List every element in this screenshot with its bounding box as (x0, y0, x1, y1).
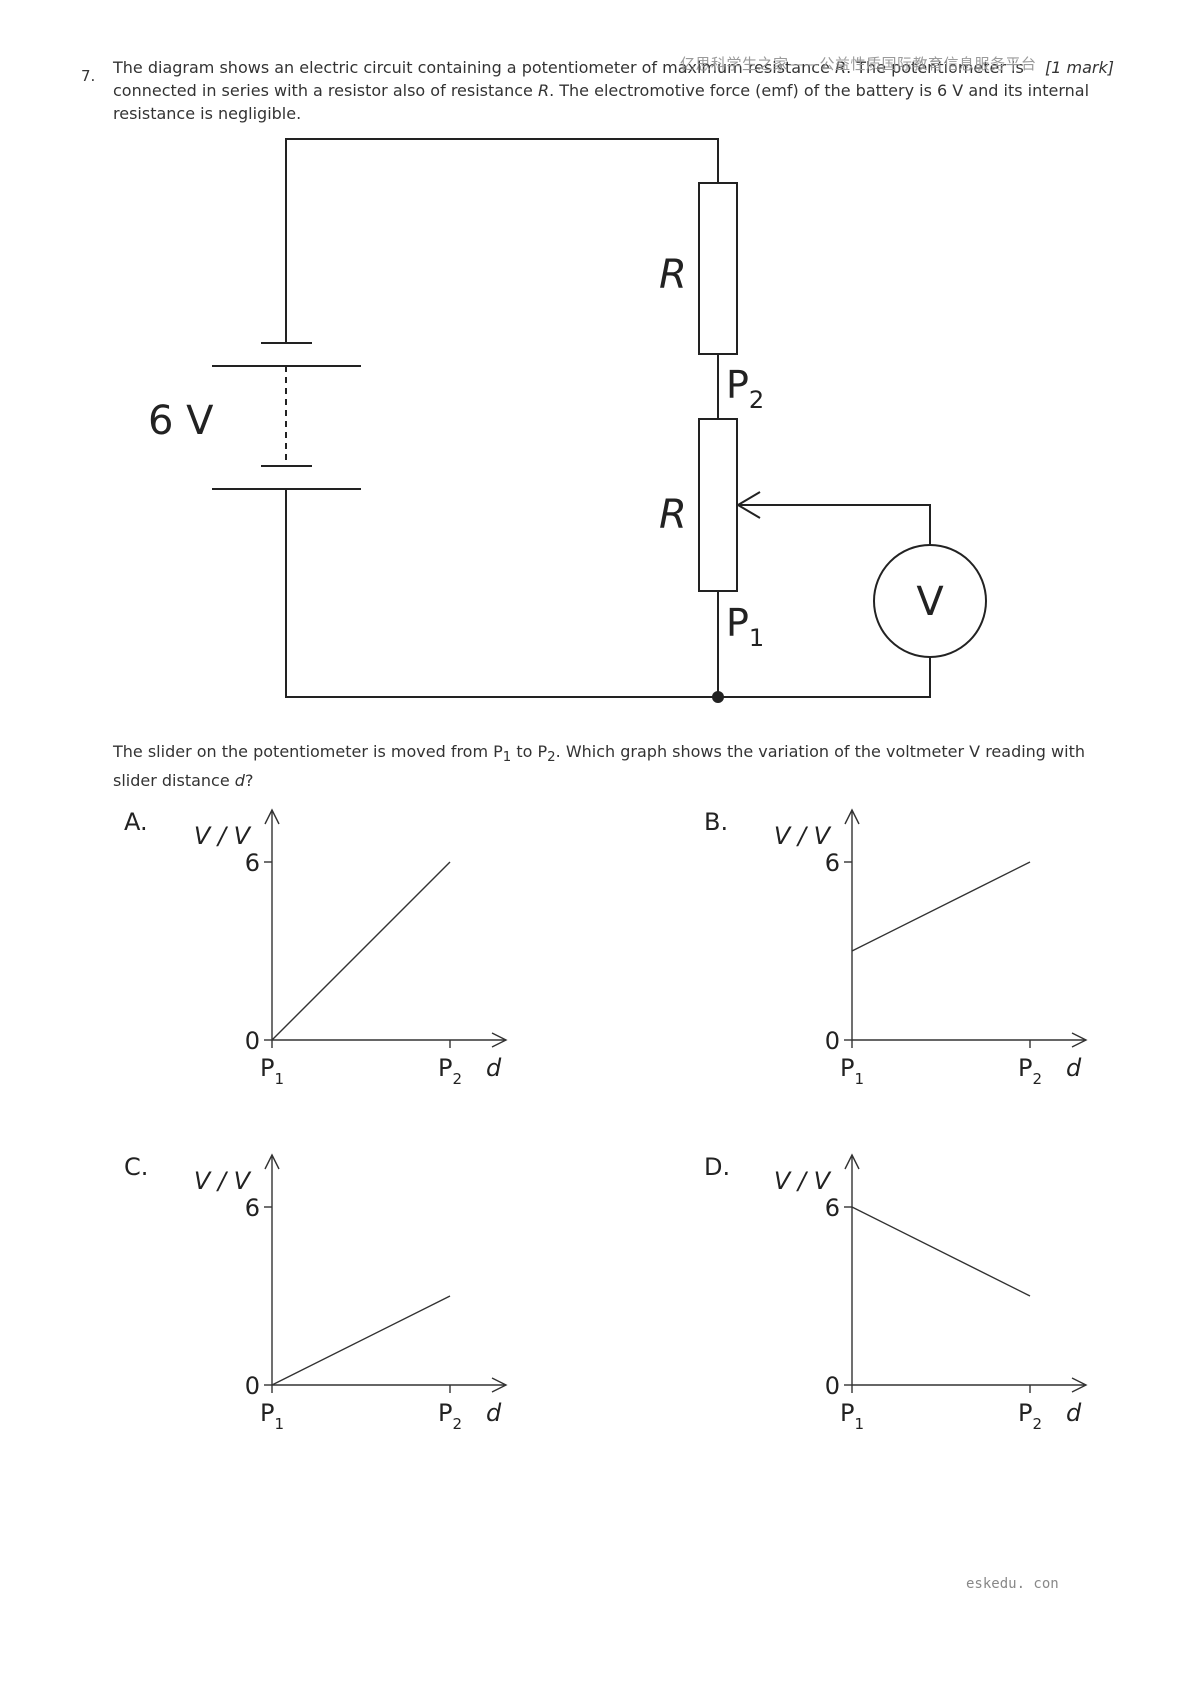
question-text-part2: . The potentiometer is (846, 58, 1024, 77)
r-symbol-2: R (537, 81, 550, 100)
y-tick-label: 0 (825, 1372, 840, 1400)
x-axis-arrow (1071, 1377, 1088, 1393)
prompt-part4: ? (244, 771, 254, 791)
prompt-d: d (234, 771, 245, 791)
x-tick-label: P1 (840, 1054, 864, 1088)
junction-dot (712, 691, 724, 703)
x-axis-label: d (486, 1054, 502, 1082)
question-prompt: The slider on the potentiometer is moved… (113, 740, 1103, 792)
question-text-line2-end: . The electromotive force (emf) of the b… (113, 81, 1090, 123)
r-symbol: R (834, 58, 847, 77)
y-axis-label: V / V (194, 822, 252, 850)
x-axis-arrow (491, 1032, 508, 1048)
circuit-diagram: 6 V R R P2 P1 V (148, 138, 987, 703)
question-text: The diagram shows an electric circuit co… (113, 56, 1103, 125)
graph-d: D. V / V 0 6P1 P2 d (704, 1153, 1088, 1433)
x-axis-label: d (1066, 1399, 1082, 1427)
potentiometer (698, 418, 738, 592)
option-label: D. (704, 1153, 730, 1181)
y-tick-label: 0 (245, 1372, 260, 1400)
y-axis-label: V / V (194, 1167, 252, 1195)
series-line (851, 1206, 1031, 1297)
y-tick-label: 6 (245, 849, 260, 877)
x-tick-label: P1 (260, 1054, 284, 1088)
question-text-part1: The diagram shows an electric circuit co… (113, 58, 835, 77)
y-axis-arrow (264, 808, 280, 825)
x-tick-label: P2 (438, 1054, 462, 1088)
question-text-line2: connected in series with a resistor also… (113, 81, 538, 100)
y-tick-label: 6 (825, 1194, 840, 1222)
x-tick-label: P2 (1018, 1399, 1042, 1433)
y-axis-label: V / V (774, 822, 832, 850)
footer-url: eskedu. con (966, 1576, 1059, 1592)
prompt-part2: to P (511, 742, 548, 761)
x-tick-label: P2 (1018, 1054, 1042, 1088)
wire-bottom (285, 489, 931, 698)
p2-label: P2 (726, 363, 764, 414)
prompt-sub2: 2 (547, 750, 556, 766)
y-tick-label: 0 (825, 1027, 840, 1055)
graph-a: A. V / V 0 6P1 P2 d (124, 808, 508, 1088)
question-number: 7. (81, 67, 96, 85)
x-tick-label: P2 (438, 1399, 462, 1433)
prompt-part1: The slider on the potentiometer is moved… (113, 742, 503, 761)
prompt-part3: . Which graph shows the variation of the… (113, 742, 1085, 791)
slider-arrow (736, 491, 761, 519)
y-axis-label: V / V (774, 1167, 832, 1195)
option-label: B. (704, 808, 728, 836)
watermark: 亿思科学生之家——公益性质国际教育信息服务平台 (680, 55, 1037, 73)
graph-c: C. V / V 0 6P1 P2 d (124, 1153, 508, 1433)
resistor (698, 182, 738, 355)
resistor-label: R (659, 252, 687, 298)
potentiometer-label: R (659, 492, 687, 538)
y-tick-label: 6 (245, 1194, 260, 1222)
y-tick-label: 6 (825, 849, 840, 877)
prompt-sub1: 1 (502, 750, 512, 766)
x-axis-label: d (1066, 1054, 1082, 1082)
option-label: C. (124, 1153, 148, 1181)
x-tick-label: P1 (840, 1399, 864, 1433)
graph-b: B. V / V 0 6P1 P2 d (704, 808, 1088, 1088)
marks-label: [1 mark] (1045, 58, 1114, 77)
wire-slider (738, 504, 931, 544)
x-tick-label: P1 (260, 1399, 284, 1433)
y-axis-arrow (844, 1153, 860, 1170)
voltmeter-circle (873, 544, 987, 658)
x-axis-arrow (1071, 1032, 1088, 1048)
series-line (851, 861, 1031, 952)
x-axis-arrow (491, 1377, 508, 1393)
battery-label: 6 V (148, 398, 214, 444)
voltmeter-label: V (916, 579, 944, 625)
series-line (271, 861, 451, 1041)
y-axis-arrow (844, 808, 860, 825)
wire-top (285, 138, 719, 343)
y-tick-label: 0 (245, 1027, 260, 1055)
series-line (271, 1295, 451, 1386)
y-axis-arrow (264, 1153, 280, 1170)
x-axis-label: d (486, 1399, 502, 1427)
p1-label: P1 (726, 601, 764, 652)
option-label: A. (124, 808, 148, 836)
